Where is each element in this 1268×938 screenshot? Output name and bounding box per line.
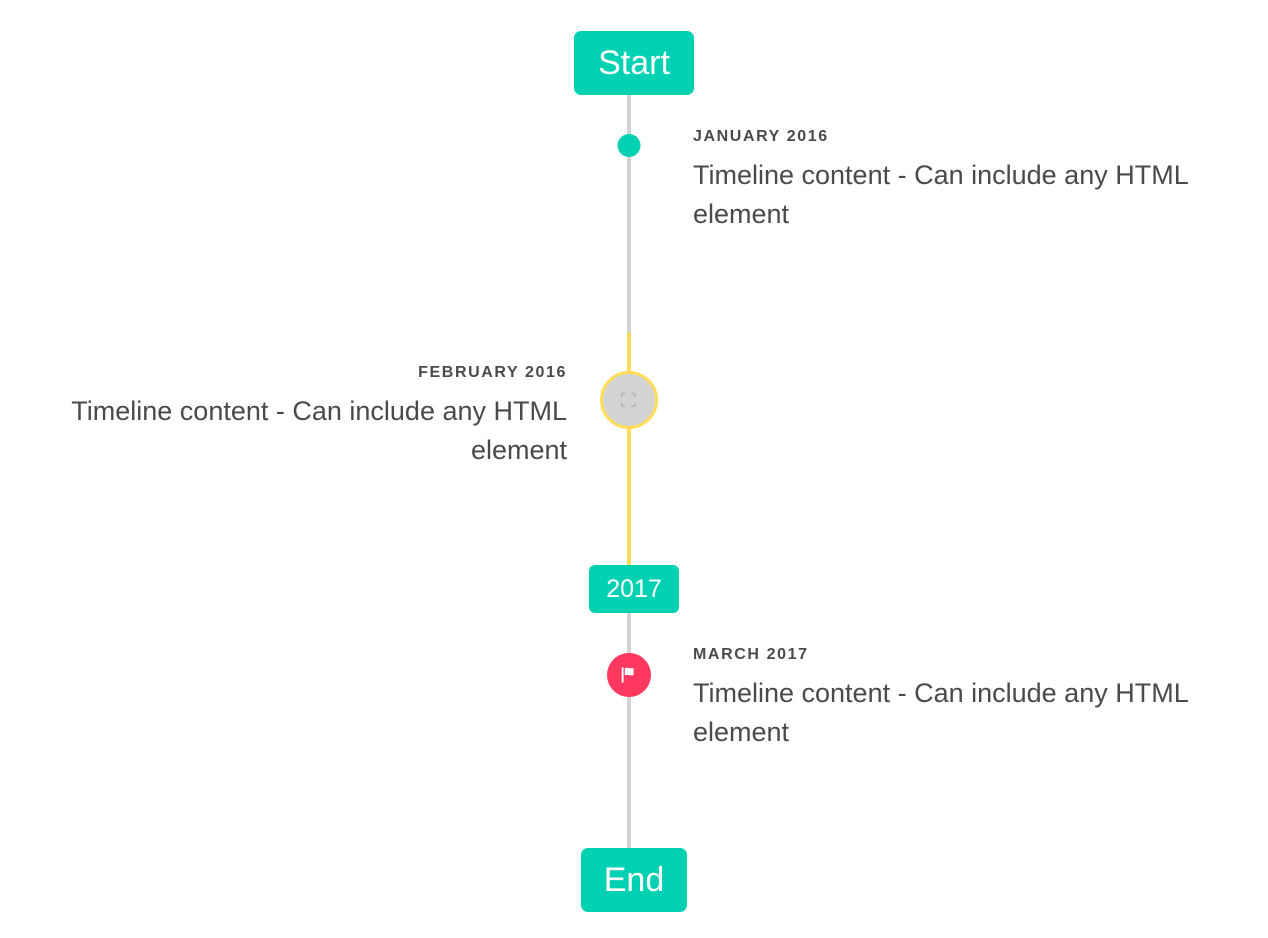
timeline-footer-end[interactable]: End [581,848,687,912]
timeline-header-start[interactable]: Start [574,31,694,95]
timeline-heading-january: JANUARY 2016 [693,128,829,145]
timeline-footer-end-label: End [603,861,665,899]
timeline-marker-february[interactable] [600,371,658,429]
timeline-divider-2017-label: 2017 [606,574,662,603]
timeline-item-february: FEBRUARY 2016 Timeline content - Can inc… [0,363,567,470]
timeline-rail-upper [627,95,631,337]
timeline-heading-february: FEBRUARY 2016 [418,364,567,381]
timeline-content-march: Timeline content - Can include any HTML … [693,678,1188,748]
timeline-heading-march: MARCH 2017 [693,646,809,663]
timeline-marker-march[interactable] [607,653,651,697]
timeline-content-january: Timeline content - Can include any HTML … [693,160,1188,230]
broken-image-icon [620,392,636,407]
timeline-rail-active [627,333,631,565]
timeline-header-start-label: Start [598,44,670,82]
timeline-item-january: JANUARY 2016 Timeline content - Can incl… [693,127,1233,234]
timeline-divider-2017[interactable]: 2017 [589,565,679,613]
timeline-rail-lower [627,613,631,853]
timeline-content-february: Timeline content - Can include any HTML … [71,396,567,466]
timeline-marker-january[interactable] [617,134,641,157]
timeline-item-march: MARCH 2017 Timeline content - Can includ… [693,645,1233,752]
flag-icon [621,667,634,683]
